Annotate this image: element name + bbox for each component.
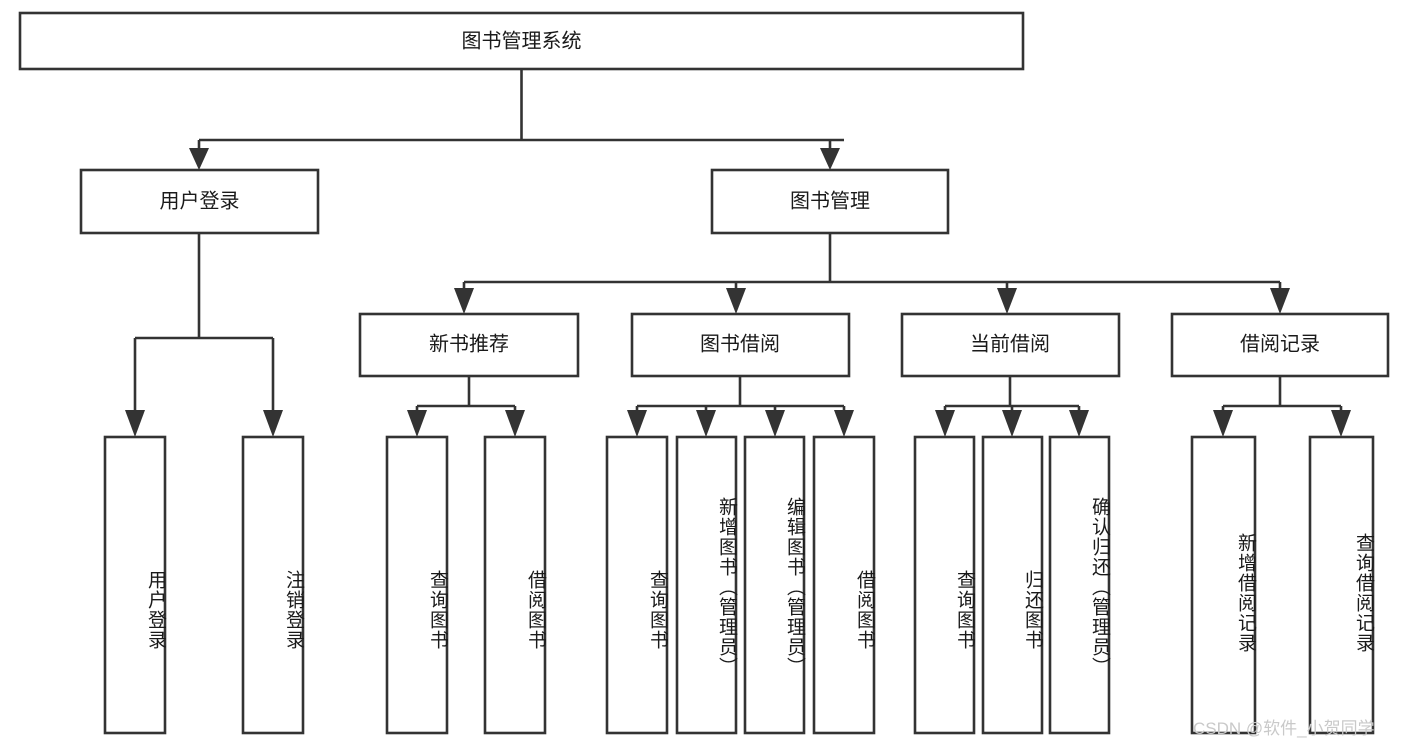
node-book-borrow[interactable]: 图书借阅 (630, 312, 851, 378)
node-book-management-box[interactable] (710, 168, 950, 235)
node-root-box[interactable] (18, 11, 1025, 71)
arrow-head-icon (1002, 410, 1022, 437)
arrow-head-icon (696, 410, 716, 437)
leaf-box-query-book-current[interactable] (913, 435, 976, 735)
arrow-head-icon (263, 410, 283, 437)
node-user-login[interactable]: 用户登录 (79, 168, 320, 235)
arrow-head-icon (1270, 288, 1290, 314)
node-borrow-record[interactable]: 借阅记录 (1170, 312, 1390, 378)
node-book-borrow-label: 图书借阅 (700, 332, 780, 355)
node-book-management-label: 图书管理 (790, 189, 870, 212)
node-book-management[interactable]: 图书管理 (710, 168, 950, 235)
connector-group-user-login (125, 233, 283, 437)
arrow-head-icon (1069, 410, 1089, 437)
node-new-book-recommend-box[interactable] (358, 312, 580, 378)
node-root-label: 图书管理系统 (462, 29, 582, 52)
arrow-head-icon (820, 148, 840, 170)
node-book-borrow-box[interactable] (630, 312, 851, 378)
leaf-box-confirm-return-admin[interactable] (1048, 435, 1111, 735)
node-new-book-recommend[interactable]: 新书推荐 (358, 312, 580, 378)
leaf-box-query-book-borrow[interactable] (605, 435, 669, 735)
arrow-head-icon (997, 288, 1017, 314)
node-borrow-record-label: 借阅记录 (1240, 332, 1320, 355)
arrow-head-icon (627, 410, 647, 437)
connector-group-current-borrow (935, 376, 1089, 437)
leaf-box-borrow-book[interactable] (812, 435, 876, 735)
connector-group-new-book (407, 376, 525, 437)
connector-group-borrow-record (1213, 376, 1351, 437)
leaf-box-add-borrow-record[interactable] (1190, 435, 1257, 735)
node-new-book-recommend-label: 新书推荐 (429, 332, 509, 355)
node-borrow-record-box[interactable] (1170, 312, 1390, 378)
leaf-box-borrow-book-new[interactable] (483, 435, 547, 735)
arrow-head-icon (407, 410, 427, 437)
leaf-box-edit-book-admin[interactable] (743, 435, 806, 735)
node-current-borrow-label: 当前借阅 (970, 332, 1050, 355)
leaf-box-user-login[interactable] (103, 435, 167, 735)
connector-group-root (189, 69, 844, 170)
connector-group-book-mgmt (454, 233, 1290, 314)
leaf-box-logout[interactable] (241, 435, 305, 735)
node-current-borrow[interactable]: 当前借阅 (900, 312, 1121, 378)
leaf-box-query-borrow-record[interactable] (1308, 435, 1375, 735)
arrow-head-icon (834, 410, 854, 437)
arrow-head-icon (765, 410, 785, 437)
arrow-head-icon (505, 410, 525, 437)
arrow-head-icon (189, 148, 209, 170)
leaf-box-add-book-admin[interactable] (675, 435, 738, 735)
connector-group-book-borrow (627, 376, 854, 437)
arrow-head-icon (1213, 410, 1233, 437)
node-current-borrow-box[interactable] (900, 312, 1121, 378)
arrow-head-icon (125, 410, 145, 437)
arrow-head-icon (454, 288, 474, 314)
node-user-login-label: 用户登录 (160, 189, 240, 212)
arrow-head-icon (935, 410, 955, 437)
arrow-head-icon (726, 288, 746, 314)
arrow-head-icon (1331, 410, 1351, 437)
node-root[interactable]: 图书管理系统 (18, 11, 1025, 71)
csdn-watermark: CSDN @软件_小贺同学 (1193, 719, 1375, 738)
node-user-login-box[interactable] (79, 168, 320, 235)
leaf-box-query-book-new[interactable] (385, 435, 449, 735)
leaf-box-return-book[interactable] (981, 435, 1044, 735)
